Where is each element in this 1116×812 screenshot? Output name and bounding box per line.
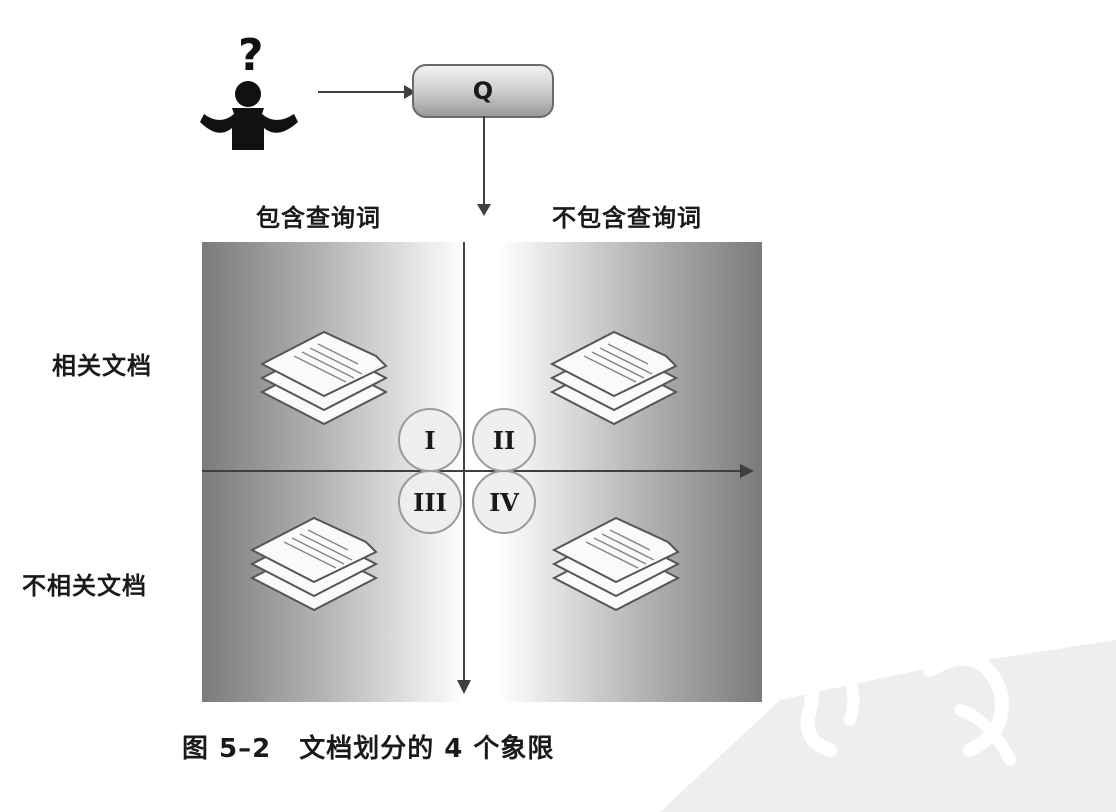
query-label: Q	[472, 77, 494, 105]
svg-text:?: ?	[238, 30, 264, 81]
figure-caption: 图 5–2 文档划分的 4 个象限	[182, 728, 554, 765]
quadrant-iii-label: III	[413, 487, 447, 517]
quadrant-i-marker: I	[398, 408, 462, 472]
horizontal-axis-arrow	[202, 464, 754, 478]
document-stack-icon	[551, 516, 681, 612]
document-stack-icon	[549, 330, 679, 426]
vertical-axis-arrow	[457, 242, 471, 694]
figure-number: 图 5–2	[182, 734, 272, 764]
confused-person-icon: ?	[200, 30, 298, 150]
quadrant-ii-label: II	[492, 425, 516, 455]
query-box: Q	[412, 64, 554, 118]
quadrant-iii-marker: III	[398, 470, 462, 534]
column-header-not-contains: 不包含查询词	[552, 204, 702, 232]
calligraphy-stamp-icon	[660, 633, 1116, 812]
quadrant-iv-label: IV	[489, 487, 519, 517]
row-header-irrelevant: 不相关文档	[22, 572, 147, 600]
document-stack-icon	[249, 516, 379, 612]
row-header-relevant: 相关文档	[52, 352, 152, 380]
column-header-contains: 包含查询词	[256, 204, 381, 232]
figure-title: 文档划分的 4 个象限	[299, 734, 555, 764]
quadrant-iv-marker: IV	[472, 470, 536, 534]
document-stack-icon	[259, 330, 389, 426]
query-down-arrow	[477, 116, 491, 216]
query-arrow	[318, 85, 416, 99]
quadrant-i-label: I	[424, 425, 436, 455]
quadrant-ii-marker: II	[472, 408, 536, 472]
